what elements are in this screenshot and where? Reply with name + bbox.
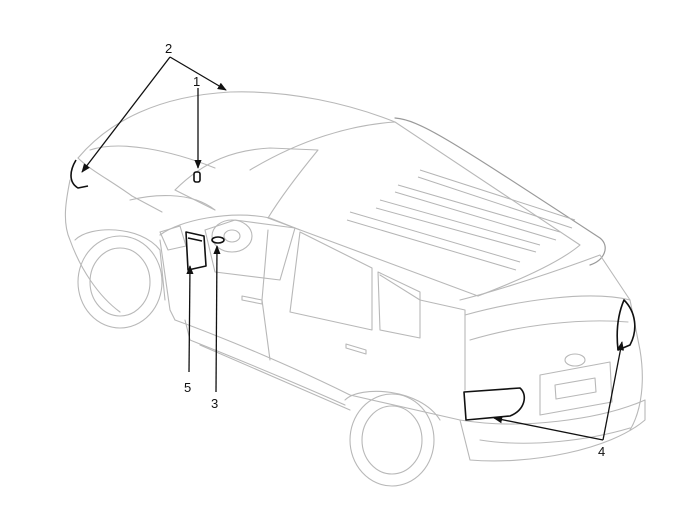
component-3-switch <box>211 236 225 244</box>
component-2-front-lamp <box>70 159 89 189</box>
component-1-sensor <box>193 171 201 183</box>
callout-4: 4 <box>598 444 605 459</box>
callout-5: 5 <box>184 380 191 395</box>
leader-2a <box>81 56 171 173</box>
component-5-module-detail <box>187 237 203 242</box>
component-4-rear-lamp-left <box>463 387 526 421</box>
leader-4a <box>493 416 604 441</box>
leader-5 <box>186 265 194 373</box>
vehicle-outline <box>64 91 646 487</box>
leader-2b <box>169 56 227 91</box>
callout-2: 2 <box>165 41 172 56</box>
highlighted-components <box>70 159 636 421</box>
leader-lines <box>81 56 625 441</box>
callout-3: 3 <box>211 396 218 411</box>
leader-4b <box>602 341 625 441</box>
component-5-module <box>185 231 207 271</box>
callout-1: 1 <box>193 74 200 89</box>
callout-labels: 1 2 3 4 5 <box>165 41 605 459</box>
leader-3 <box>213 245 221 393</box>
component-4-rear-lamp-right <box>616 299 636 351</box>
